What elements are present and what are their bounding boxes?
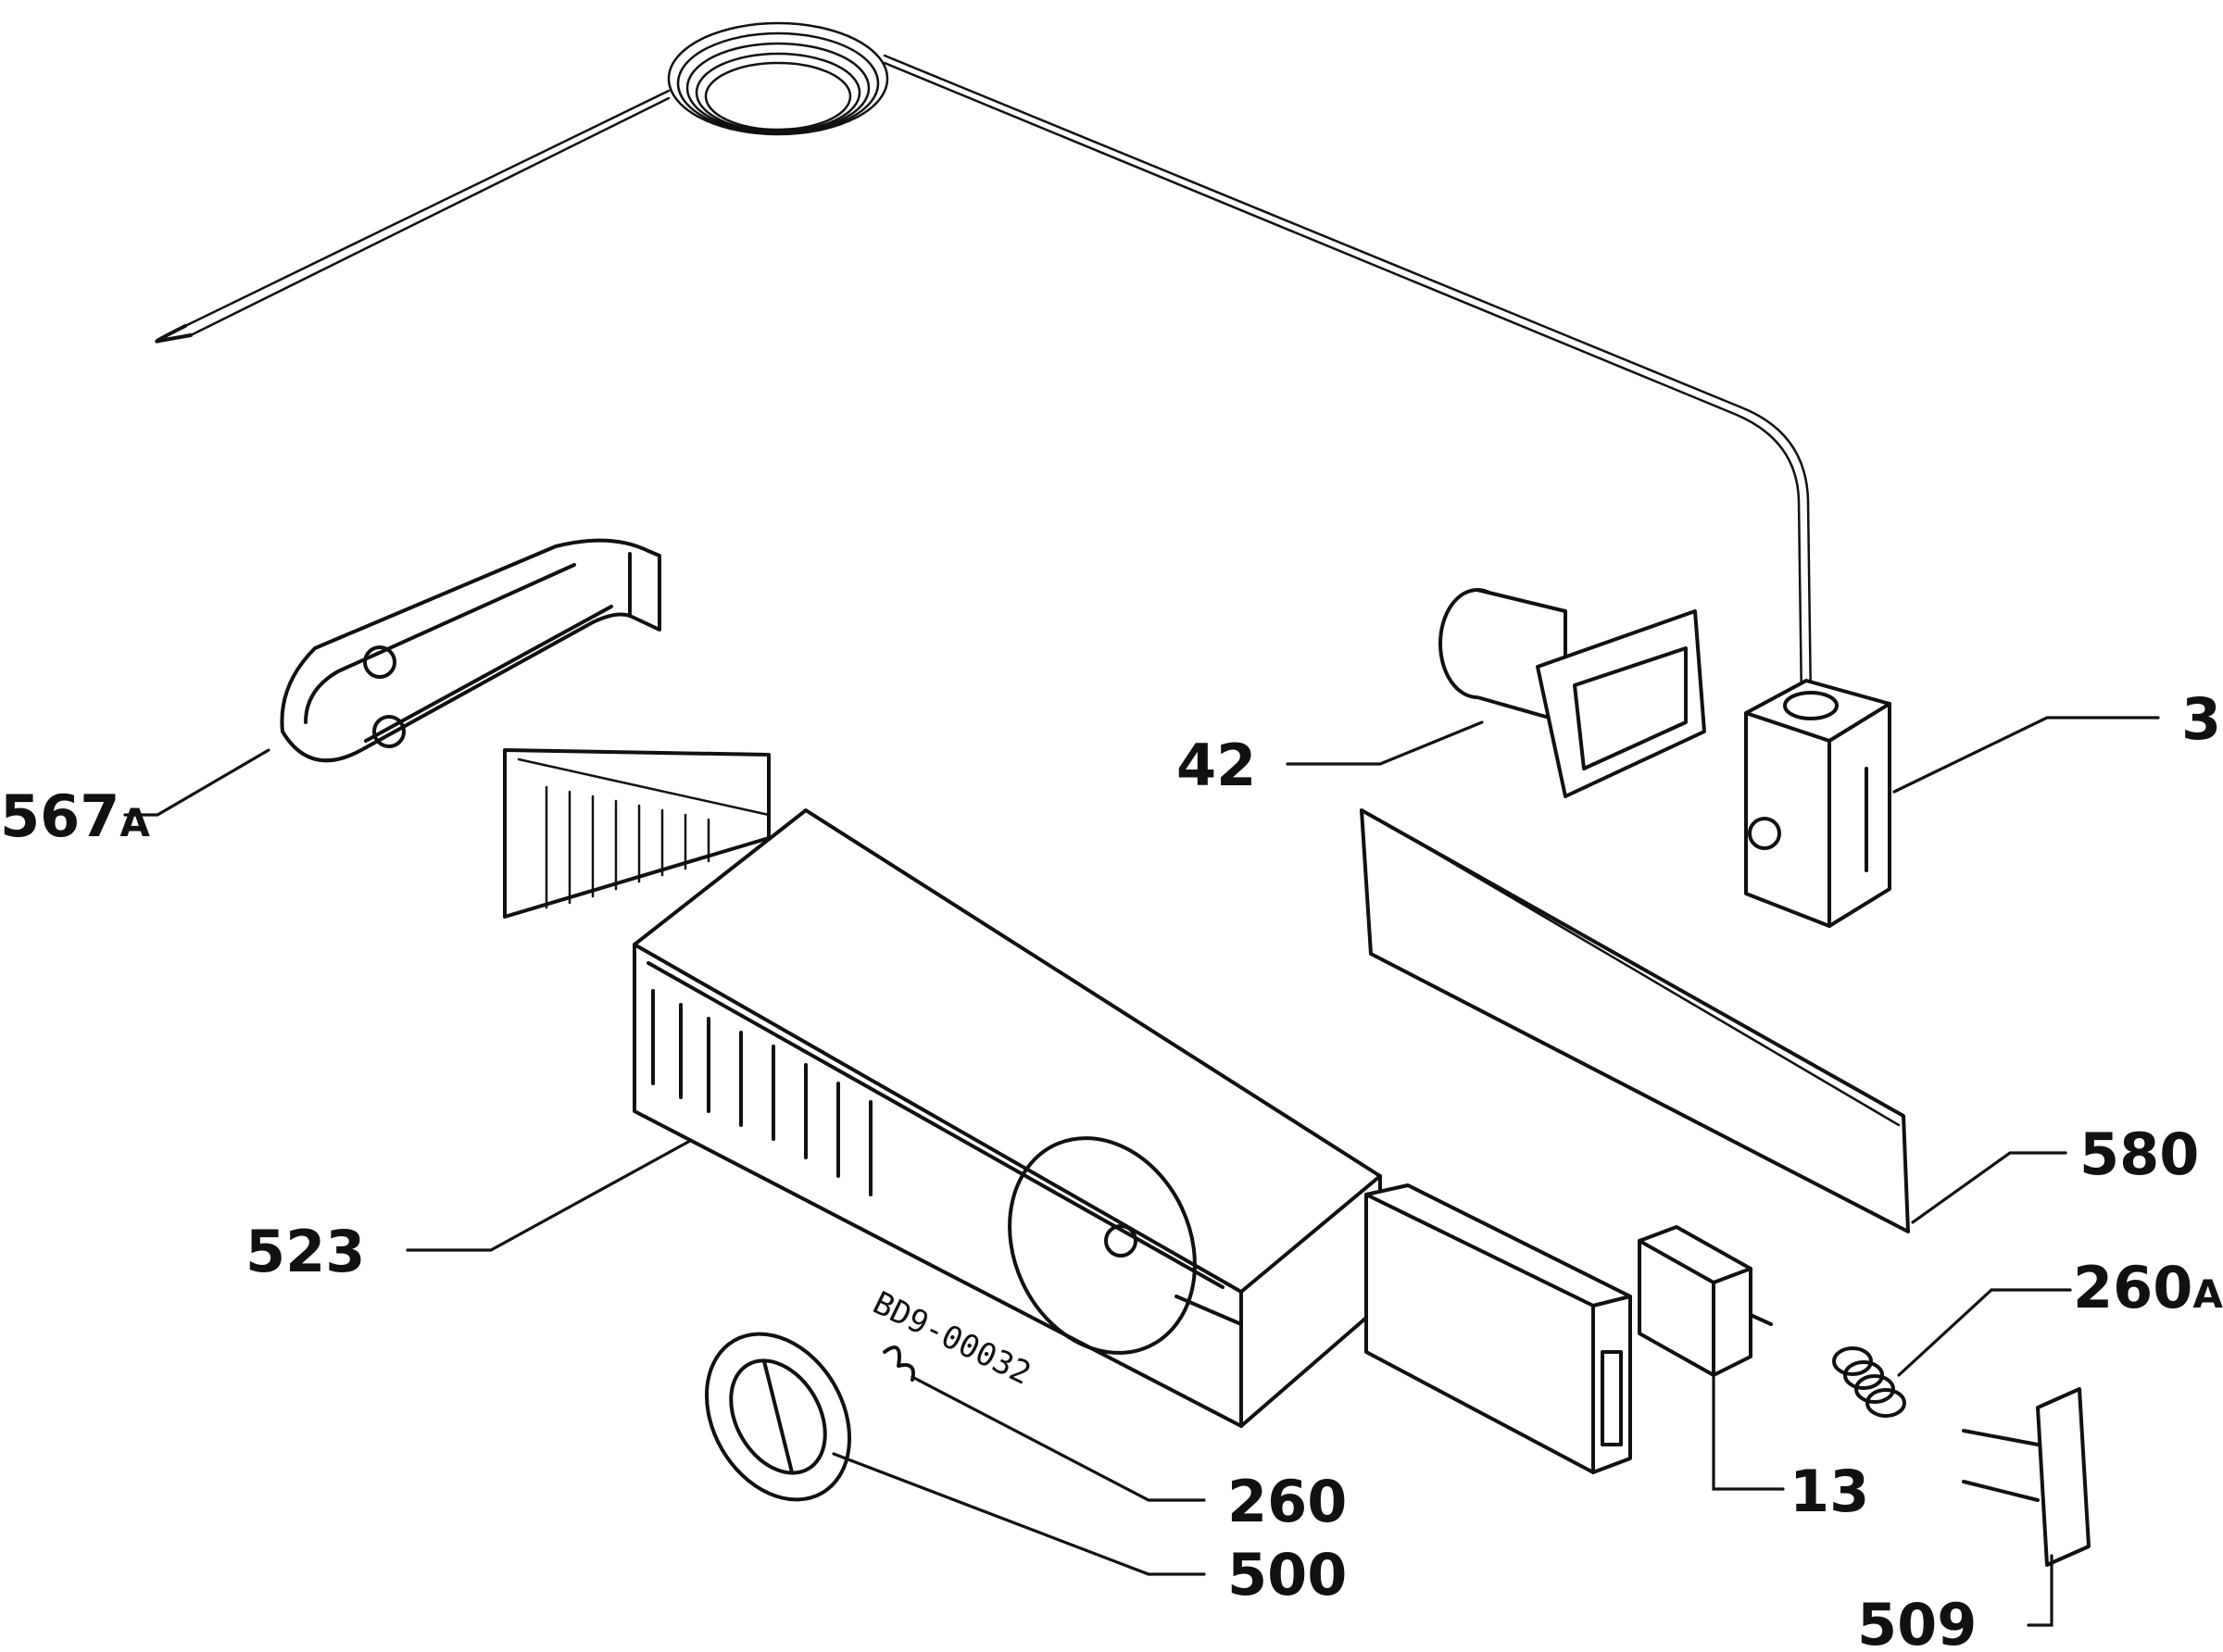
housing-rear-ribs [545,785,710,909]
capillary-tube [155,21,1813,706]
part-260-clip [883,1345,915,1382]
part-42-lamp-holder [1438,588,1706,798]
callout-567a: 567A [0,782,150,850]
part-509-push-button [1962,1387,2091,1567]
part-500-knob [704,1332,852,1502]
callout-260: 260 [1227,1468,1347,1535]
callout-523: 523 [245,1218,365,1285]
callout-500: 500 [1227,1541,1347,1608]
housing-front-vents [651,989,873,1196]
callout-labels: 567A 42 3 580 260A 523 260 500 13 509 [0,685,2223,1652]
part-580-cover-plate [1360,808,1910,1233]
part-567a-bracket [280,538,661,763]
housing-front-block [1364,1183,1632,1474]
callout-3: 3 [2181,685,2221,753]
part-260a-spring [1832,1346,1906,1418]
part-13-switch [1638,1225,1773,1377]
callout-13: 13 [1790,1458,1869,1525]
callout-580: 580 [2079,1120,2199,1188]
part-523-housing [503,748,1382,1428]
callout-42: 42 [1176,732,1256,799]
callout-509: 509 [1857,1591,1977,1652]
callout-260a: 260A [2073,1254,2223,1321]
part-3-thermostat [1744,679,1891,928]
leader-lines [123,716,2160,1627]
